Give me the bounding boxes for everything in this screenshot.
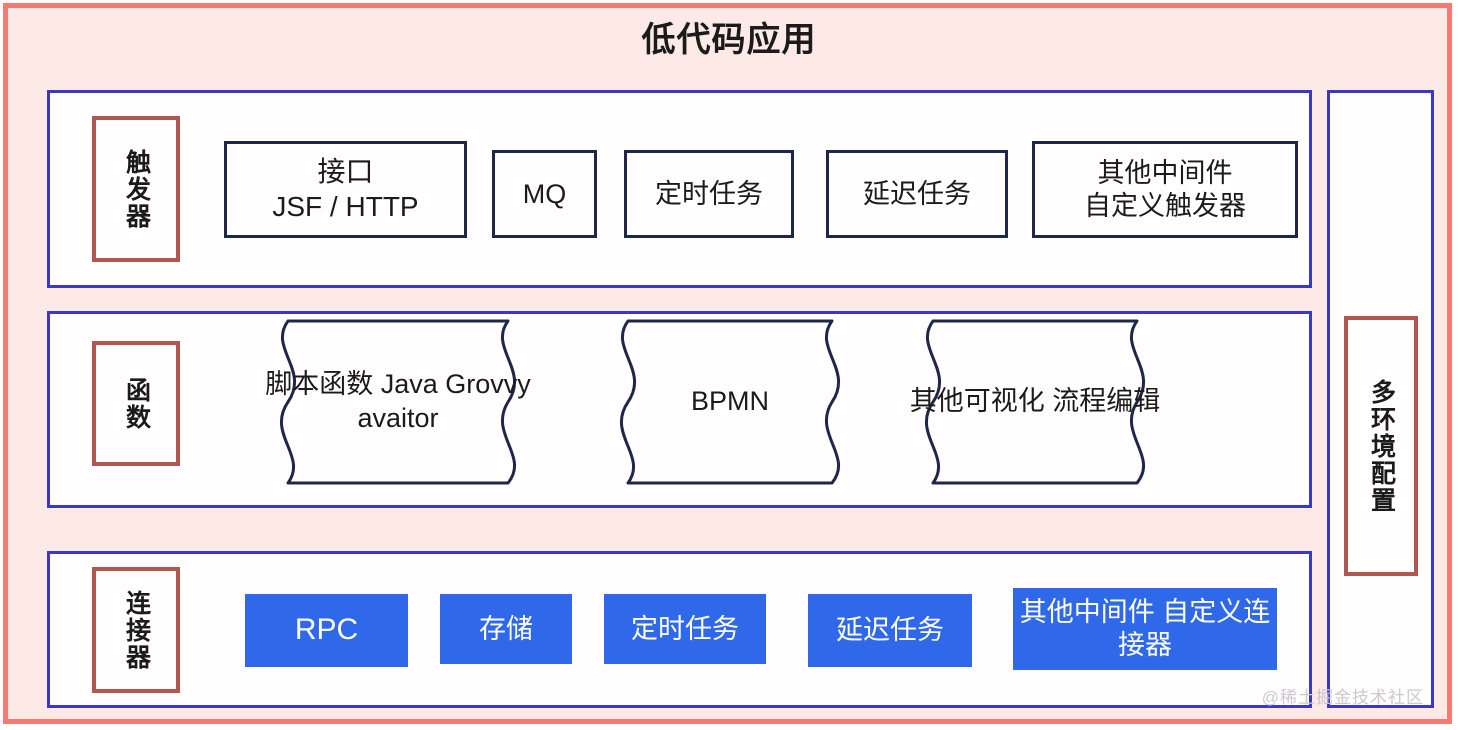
wave-document-shape-icon (925, 319, 1145, 485)
connector-item-other-middleware-line1: 其他中间件 (1019, 597, 1155, 628)
function-item-other-visual[interactable]: 其他可视化 流程编辑 (905, 318, 1165, 486)
category-label-function-text: 函数 (122, 376, 151, 431)
function-item-other-visual-label: 其他可视化 流程编辑 (905, 318, 1165, 486)
connector-item-cron[interactable]: 定时任务 (604, 594, 766, 664)
trigger-item-cron[interactable]: 定时任务 (624, 150, 794, 238)
watermark: @稀土掘金技术社区 (1261, 688, 1424, 707)
connector-item-other-middleware-line2: 自定义连接器 (1118, 597, 1271, 660)
function-item-script-line3: Grovvy (445, 369, 531, 400)
category-label-trigger-text: 触发器 (122, 148, 151, 230)
function-item-script[interactable]: 脚本函数 Java Grovvy avaitor (258, 318, 538, 486)
function-item-bpmn-line1: BPMN (690, 386, 769, 417)
category-label-trigger: 触发器 (92, 116, 180, 262)
wave-document-shape-icon (620, 319, 840, 485)
trigger-item-cron-label: 定时任务 (655, 178, 763, 209)
function-item-bpmn[interactable]: BPMN (600, 318, 860, 486)
category-label-multi-environment-text: 多环境配置 (1367, 378, 1396, 514)
category-label-function: 函数 (92, 341, 180, 466)
trigger-item-other-middleware-line1: 其他中间件 (1097, 157, 1233, 188)
trigger-item-delay[interactable]: 延迟任务 (826, 150, 1008, 238)
trigger-item-other-middleware-line2: 自定义触发器 (1084, 190, 1246, 221)
connector-item-cron-label: 定时任务 (631, 613, 739, 644)
page-title: 低代码应用 (641, 21, 817, 59)
function-item-script-label: 脚本函数 Java Grovvy avaitor (258, 318, 538, 486)
function-item-script-line2: Java (380, 369, 438, 400)
trigger-item-interface-label: 接口 JSF / HTTP (272, 155, 418, 223)
connector-item-rpc[interactable]: RPC (245, 594, 408, 667)
connector-item-other-middleware-label: 其他中间件 自定义连接器 (1019, 596, 1271, 662)
trigger-item-interface[interactable]: 接口 JSF / HTTP (224, 141, 467, 238)
connector-item-other-middleware[interactable]: 其他中间件 自定义连接器 (1013, 588, 1277, 670)
category-label-multi-environment: 多环境配置 (1344, 316, 1418, 576)
trigger-item-other-middleware-label: 其他中间件 自定义触发器 (1084, 157, 1246, 223)
category-label-connector: 连接器 (92, 567, 180, 693)
wave-document-shape-icon (280, 319, 516, 485)
function-item-bpmn-label: BPMN (600, 318, 860, 486)
trigger-item-delay-label: 延迟任务 (863, 178, 971, 209)
trigger-item-interface-line1: 接口 (317, 156, 374, 188)
function-item-other-visual-line1: 其他可视化 (909, 386, 1045, 417)
function-item-script-line1: 脚本函数 (265, 369, 374, 400)
function-item-script-line4: avaitor (357, 403, 439, 433)
trigger-item-mq[interactable]: MQ (492, 150, 597, 238)
trigger-item-mq-label: MQ (522, 178, 567, 209)
connector-item-storage[interactable]: 存储 (440, 594, 572, 664)
category-label-connector-text: 连接器 (122, 589, 151, 671)
trigger-item-other-middleware[interactable]: 其他中间件 自定义触发器 (1032, 141, 1298, 238)
connector-item-delay-label: 延迟任务 (836, 615, 944, 646)
connector-item-delay[interactable]: 延迟任务 (808, 594, 972, 667)
function-item-other-visual-line2: 流程编辑 (1052, 386, 1161, 417)
connector-item-storage-label: 存储 (479, 613, 533, 644)
connector-item-rpc-label: RPC (294, 613, 359, 647)
trigger-item-interface-line2: JSF / HTTP (272, 190, 419, 222)
